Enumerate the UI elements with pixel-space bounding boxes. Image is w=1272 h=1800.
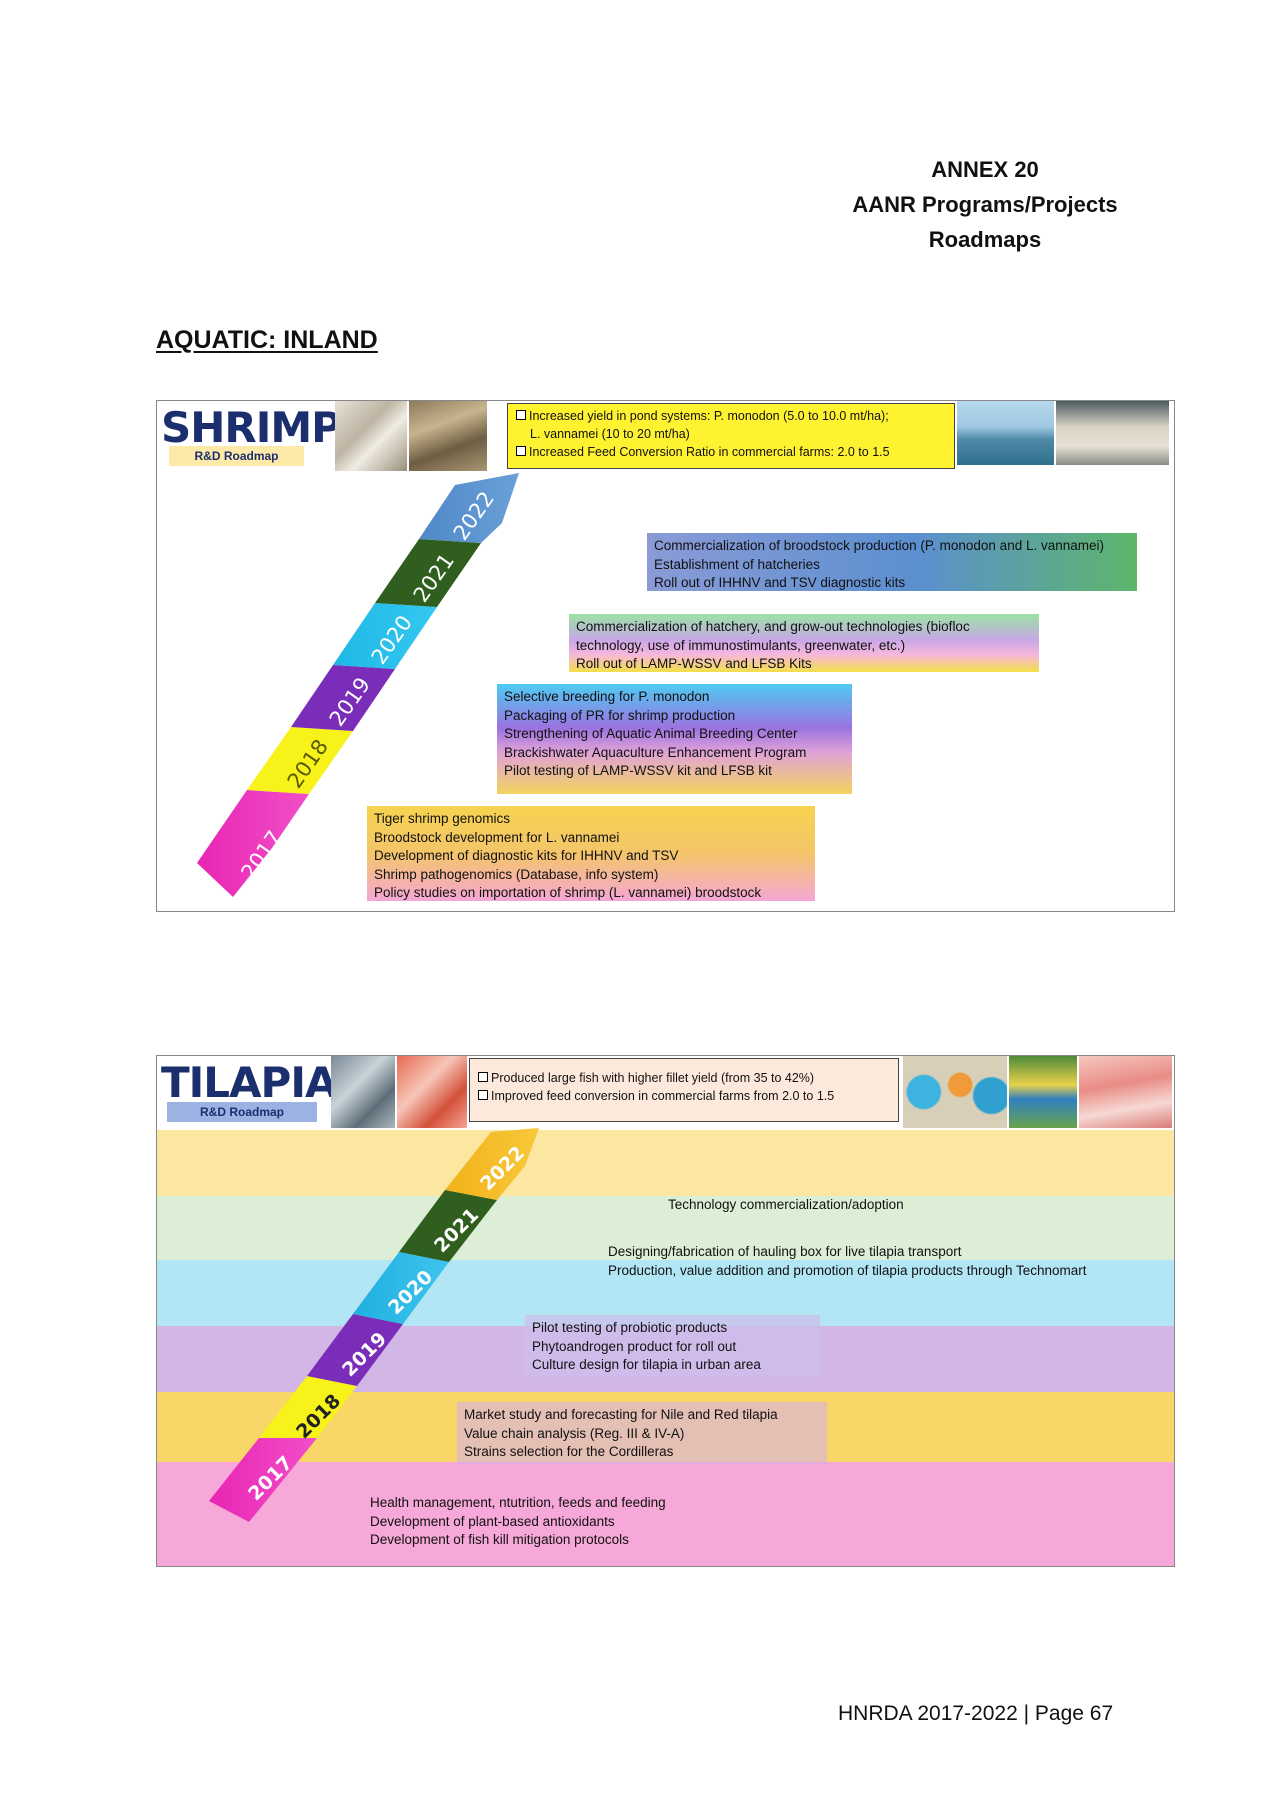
tilapia-milestone-2017: Health management, ntutrition, feeds and… — [363, 1490, 823, 1552]
shrimp-milestone-2019-item-3: Strengthening of Aquatic Animal Breeding… — [504, 726, 798, 741]
tilapia-goals-box: Produced large fish with higher fillet y… — [469, 1058, 899, 1122]
shrimp-year-2017-segment — [197, 790, 309, 897]
shrimp-milestone-2021-item-1: Commercialization of hatchery, and grow-… — [576, 619, 970, 634]
tilapia-milestone-2019: Market study and forecasting for Nile an… — [457, 1402, 827, 1464]
tilapia-logo: TILAPIA — [161, 1058, 337, 1107]
checkbox-icon — [516, 410, 526, 420]
shrimp-milestone-2019-item-2: Packaging of PR for shrimp production — [504, 707, 736, 723]
tilapia-tanks-photo — [1009, 1056, 1077, 1128]
shrimp-hatchery-photo — [1056, 401, 1169, 465]
tilapia-red-fish-photo — [397, 1056, 467, 1128]
tilapia-goal-1: Produced large fish with higher fillet y… — [478, 1069, 890, 1087]
tilapia-milestone-2021: Designing/fabrication of hauling box for… — [601, 1239, 1161, 1283]
tilapia-roadmap-panel: TILAPIA R&D Roadmap Produced large fish … — [156, 1055, 1175, 1567]
tilapia-milestone-2019-item-3: Strains selection for the Cordilleras — [464, 1444, 674, 1459]
shrimp-milestone-2019-item-4: Brackishwater Aquaculture Enhancement Pr… — [504, 744, 807, 760]
shrimp-goal-1: Increased yield in pond systems: P. mono… — [516, 407, 946, 425]
shrimp-milestone-2019-item-1: Selective breeding for P. monodon — [504, 689, 710, 704]
shrimp-milestone-2017-item-1: Tiger shrimp genomics — [374, 811, 511, 826]
tilapia-milestone-2019-item-2: Value chain analysis (Reg. III & IV-A) — [464, 1425, 685, 1441]
section-title: AQUATIC: INLAND — [156, 326, 378, 354]
tilapia-feeds-photo — [903, 1056, 1007, 1128]
shrimp-milestone-2022-item-1: Commercialization of broodstock producti… — [654, 538, 1104, 553]
shrimp-milestone-2021: Commercialization of hatchery, and grow-… — [569, 614, 1039, 672]
shrimp-milestone-2022-item-3: Roll out of IHHNV and TSV diagnostic kit… — [654, 575, 906, 590]
tilapia-goal-2-text: Improved feed conversion in commercial f… — [491, 1089, 835, 1103]
tilapia-goal-1-text: Produced large fish with higher fillet y… — [491, 1071, 815, 1085]
annex-header: ANNEX 20 AANR Programs/Projects Roadmaps — [790, 152, 1180, 257]
shrimp-milestone-2022-item-2: Establishment of hatcheries — [654, 556, 820, 572]
tilapia-fish-photo — [331, 1056, 395, 1128]
shrimp-milestone-2021-item-3: Roll out of LAMP-WSSV and LFSB Kits — [576, 656, 812, 671]
tilapia-milestone-2020-item-1: Pilot testing of probiotic products — [532, 1320, 728, 1335]
shrimp-pond-photo — [957, 401, 1054, 465]
shrimp-goal-2: L. vannamei (10 to 20 mt/ha) — [516, 425, 946, 443]
tilapia-band-2021 — [157, 1196, 1174, 1260]
tilapia-milestone-2017-item-2: Development of plant-based antioxidants — [370, 1513, 615, 1529]
annex-subtitle-2: Roadmaps — [928, 227, 1042, 252]
shrimp-year-2021-segment — [375, 539, 481, 607]
shrimp-goal-2-text: L. vannamei (10 to 20 mt/ha) — [530, 427, 690, 441]
tilapia-band-2022 — [157, 1130, 1174, 1196]
shrimp-milestone-2019-2020: Selective breeding for P. monodon Packag… — [497, 684, 852, 794]
shrimp-year-2022-segment — [419, 473, 519, 543]
shrimp-goal-3-text: Increased Feed Conversion Ratio in comme… — [529, 445, 890, 459]
shrimp-milestone-2017-item-2: Broodstock development for L. vannamei — [374, 829, 620, 845]
tilapia-milestone-2022-item-1: Technology commercialization/adoption — [668, 1197, 904, 1212]
checkbox-icon — [516, 446, 526, 456]
annex-subtitle: AANR Programs/Projects — [852, 192, 1118, 217]
tilapia-milestone-2017-item-1: Health management, ntutrition, feeds and… — [370, 1495, 666, 1510]
tilapia-year-2020-segment — [353, 1252, 449, 1324]
shrimp-year-2019-segment — [291, 665, 395, 731]
shrimp-goals-box: Increased yield in pond systems: P. mono… — [507, 403, 955, 469]
tilapia-logo-subtitle: R&D Roadmap — [167, 1102, 317, 1122]
shrimp-timeline-arrow: 2017 2018 2019 2020 2021 2022 — [197, 473, 519, 897]
shrimp-logo: SHRIMP — [161, 403, 342, 452]
annex-number: ANNEX 20 — [931, 157, 1039, 182]
tilapia-milestone-2020-item-3: Culture design for tilapia in urban area — [532, 1357, 761, 1372]
tilapia-timeline-arrow: 2017 2018 2019 2020 2021 2022 — [209, 1128, 539, 1522]
tilapia-year-2022-segment — [445, 1128, 539, 1200]
tilapia-milestone-2022: Technology commercialization/adoption — [661, 1193, 961, 1219]
shrimp-milestone-2017-2018: Tiger shrimp genomics Broodstock develop… — [367, 806, 815, 901]
tilapia-goal-2: Improved feed conversion in commercial f… — [478, 1087, 890, 1105]
tilapia-milestone-2021-item-2: Production, value addition and promotion… — [608, 1262, 1087, 1278]
shrimp-photo — [409, 401, 487, 471]
shrimp-logo-subtitle: R&D Roadmap — [169, 446, 304, 466]
shrimp-milestone-2017-item-4: Shrimp pathogenomics (Database, info sys… — [374, 866, 659, 882]
shrimp-larvae-photo — [335, 401, 407, 471]
shrimp-year-2020-segment — [333, 603, 437, 669]
tilapia-year-2017-segment — [209, 1438, 317, 1522]
shrimp-milestone-2022: Commercialization of broodstock producti… — [647, 533, 1137, 591]
tilapia-fillet-photo — [1079, 1056, 1172, 1128]
tilapia-milestone-2020: Pilot testing of probiotic products Phyt… — [525, 1315, 820, 1377]
tilapia-year-2018-segment — [259, 1376, 357, 1438]
shrimp-milestone-2021-item-2: technology, use of immunostimulants, gre… — [576, 637, 906, 653]
shrimp-milestone-2017-item-5: Policy studies on importation of shrimp … — [374, 885, 762, 900]
checkbox-icon — [478, 1090, 488, 1100]
page-footer: HNRDA 2017-2022 | Page 67 — [838, 1702, 1114, 1725]
tilapia-milestone-2020-item-2: Phytoandrogen product for roll out — [532, 1338, 737, 1354]
tilapia-milestone-2019-item-1: Market study and forecasting for Nile an… — [464, 1407, 778, 1422]
tilapia-year-2021-segment — [399, 1190, 497, 1262]
shrimp-milestone-2019-item-5: Pilot testing of LAMP-WSSV kit and LFSB … — [504, 763, 772, 778]
shrimp-goal-3: Increased Feed Conversion Ratio in comme… — [516, 443, 946, 461]
shrimp-milestone-2017-item-3: Development of diagnostic kits for IHHNV… — [374, 848, 679, 863]
tilapia-milestone-2017-item-3: Development of fish kill mitigation prot… — [370, 1532, 629, 1547]
checkbox-icon — [478, 1072, 488, 1082]
shrimp-goal-1-text: Increased yield in pond systems: P. mono… — [529, 409, 889, 423]
shrimp-roadmap-panel: SHRIMP R&D Roadmap Increased yield in po… — [156, 400, 1175, 912]
shrimp-year-2018-segment — [247, 727, 353, 794]
tilapia-band-2017 — [157, 1462, 1174, 1566]
tilapia-milestone-2021-item-1: Designing/fabrication of hauling box for… — [608, 1244, 962, 1259]
tilapia-year-2019-segment — [307, 1314, 403, 1386]
